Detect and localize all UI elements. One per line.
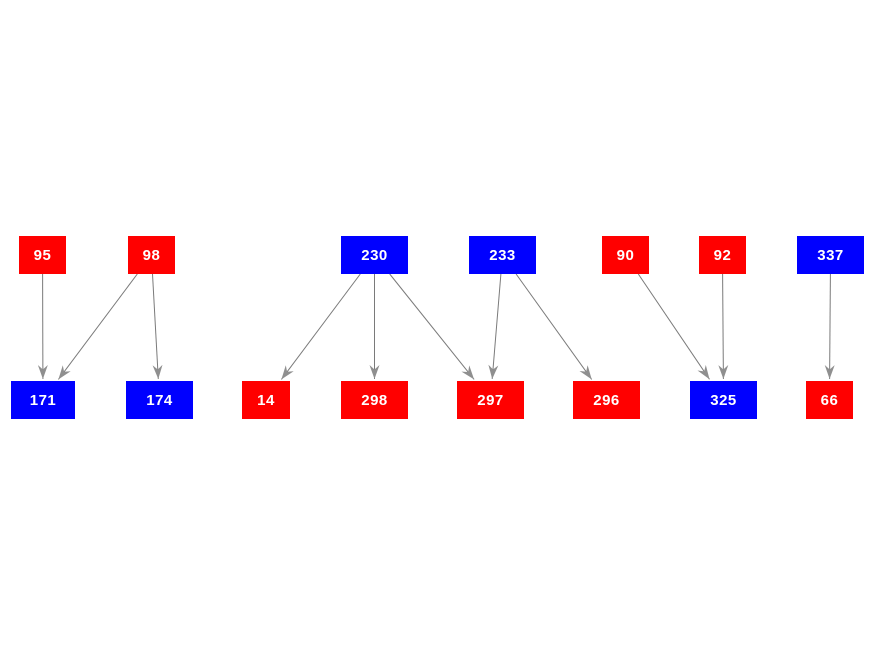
edge-group (37, 273, 835, 380)
graph-edge-230-14 (280, 273, 361, 380)
graph-edge-337-66 (824, 273, 835, 380)
graph-node-label: 171 (29, 391, 57, 409)
graph-edge-90-325 (637, 273, 710, 380)
graph-node-label: 325 (710, 391, 737, 409)
graph-node-label: 174 (146, 391, 173, 409)
graph-node-label: 14 (257, 391, 275, 409)
graph-node-325: 325 (690, 381, 757, 419)
graph-node-174: 174 (126, 381, 193, 419)
graph-node-95: 95 (19, 236, 66, 274)
graph-edge-98-171 (57, 273, 138, 380)
graph-node-230: 230 (341, 236, 408, 274)
graph-node-296: 296 (573, 381, 640, 419)
graph-node-label: 98 (142, 246, 161, 264)
graph-node-98: 98 (128, 236, 175, 274)
graph-node-90: 90 (602, 236, 649, 274)
graph-node-label: 337 (817, 246, 844, 264)
graph-node-label: 230 (361, 246, 388, 264)
graph-edge-233-297 (488, 273, 502, 380)
graph-node-label: 66 (820, 391, 839, 409)
graph-node-label: 298 (361, 391, 388, 409)
graph-node-14: 14 (242, 381, 290, 419)
graph-node-label: 297 (477, 391, 504, 409)
graph-node-337: 337 (797, 236, 864, 274)
graph-node-298: 298 (341, 381, 408, 419)
graph-node-171: 171 (11, 381, 75, 419)
graph-node-label: 95 (33, 246, 52, 264)
graph-node-label: 92 (713, 246, 732, 264)
graph-edge-92-325 (718, 273, 729, 380)
graph-node-label: 233 (489, 246, 516, 264)
graph-edge-98-174 (152, 273, 163, 380)
graph-node-66: 66 (806, 381, 853, 419)
graph-node-label: 296 (593, 391, 620, 409)
graph-edge-230-297 (389, 273, 475, 380)
graph-node-label: 90 (616, 246, 635, 264)
graph-node-233: 233 (469, 236, 536, 274)
graph-node-297: 297 (457, 381, 524, 419)
graph-node-92: 92 (699, 236, 746, 274)
graph-edge-233-296 (515, 273, 593, 380)
